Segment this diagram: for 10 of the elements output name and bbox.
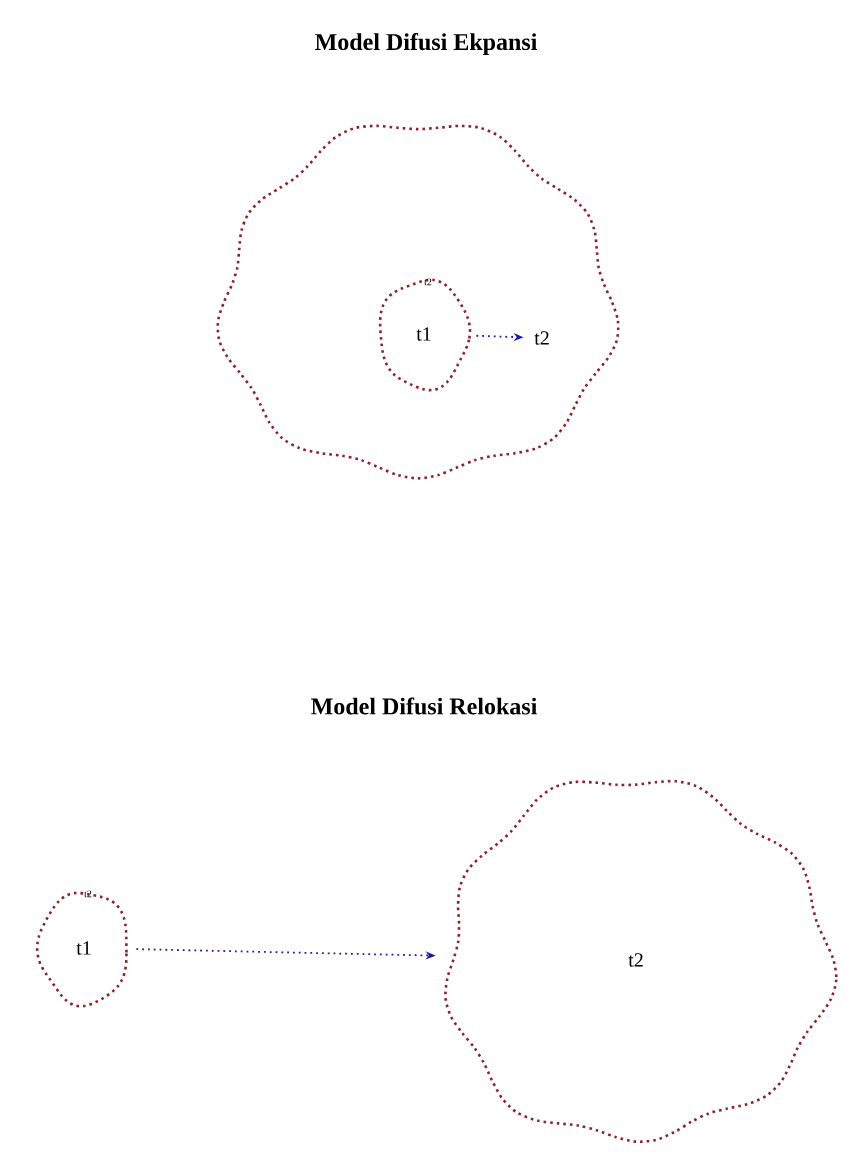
node-label: t2: [534, 331, 549, 345]
heading: Model Difusi Relokasi: [311, 697, 537, 715]
cloud-shape: [216, 124, 620, 480]
node-label: t1: [416, 327, 431, 341]
cloud-shape: [35, 890, 128, 1008]
cloud-shape: [444, 779, 838, 1143]
node-label: t1: [76, 941, 91, 955]
cloud-shape: [378, 278, 472, 392]
heading: Model Difusi Ekpansi: [315, 32, 537, 55]
node-label: t2: [628, 953, 643, 967]
